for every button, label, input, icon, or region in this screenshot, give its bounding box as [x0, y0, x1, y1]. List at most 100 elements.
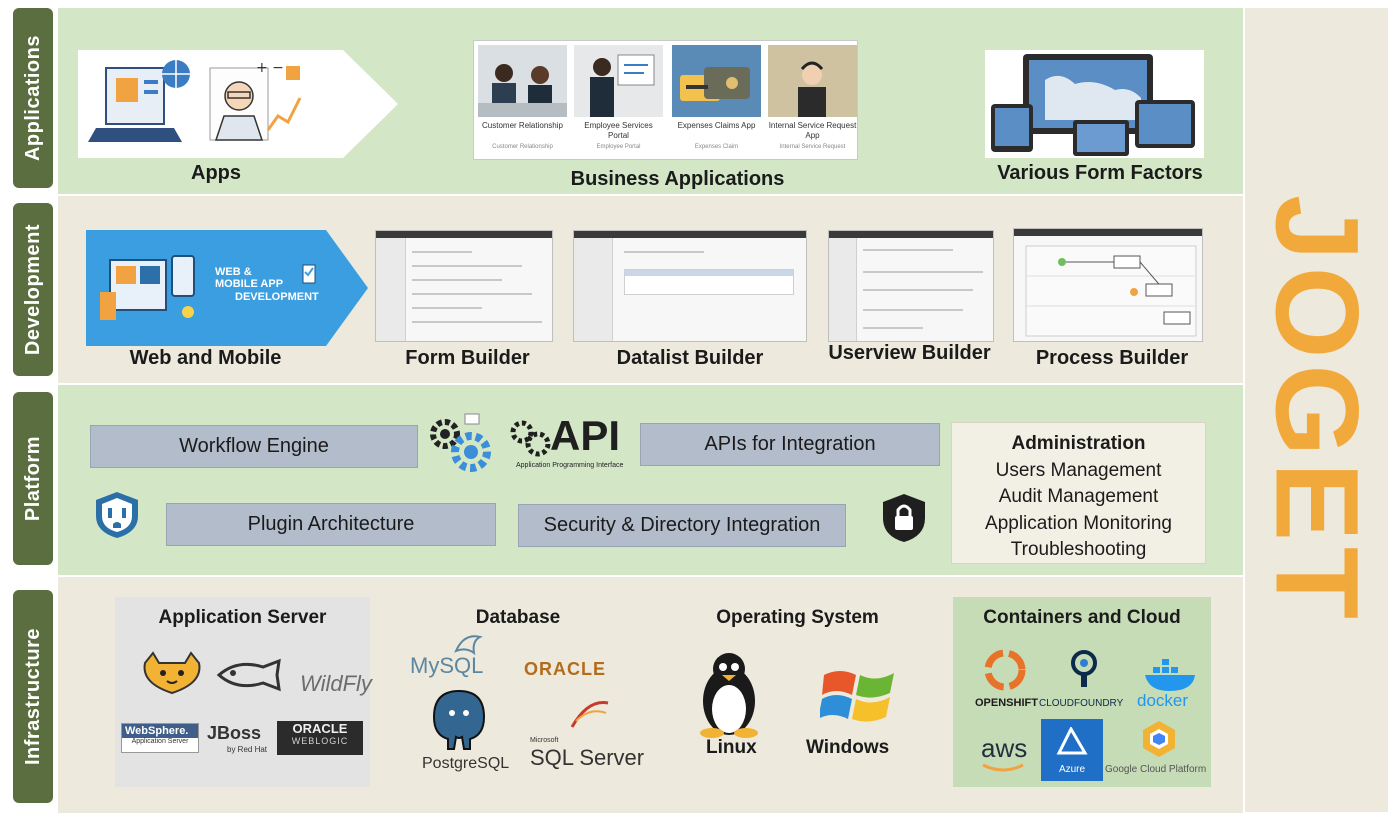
sql-server-icon — [570, 701, 609, 728]
side-tab-applications: Applications — [13, 8, 53, 188]
joget-brand-panel: JOGET — [1245, 8, 1388, 812]
jboss-logo-subtitle: by Red Hat — [227, 745, 268, 754]
docker-logo: docker — [1137, 691, 1189, 710]
aws-smile-icon — [982, 763, 1024, 772]
openshift-icon — [984, 649, 1026, 691]
screen-line — [412, 251, 472, 253]
operating-system-box: Operating System Linux Windows — [670, 597, 925, 787]
api-logo: API — [550, 412, 621, 459]
application-server-title: Application Server — [158, 607, 327, 628]
business-app-sublabel: Expenses Claim — [694, 144, 739, 150]
side-tab-label: Infrastructure — [21, 627, 44, 766]
userview-builder-screenshot — [828, 230, 994, 342]
devices-icon — [991, 54, 1195, 156]
userview-builder-caption: Userview Builder — [828, 342, 991, 364]
screen-titlebar — [1014, 229, 1202, 236]
linux-tux-icon — [700, 653, 758, 738]
presenter-icon — [590, 54, 655, 117]
plug-outlet-icon — [96, 492, 138, 538]
form-factors-caption: Various Form Factors — [997, 162, 1203, 184]
application-server-box: Application Server WildFly WebSphere. Ap… — [115, 597, 372, 787]
containers-cloud-box: Containers and Cloud OPENSHIFT CLOUDFOUN… — [953, 597, 1211, 787]
side-tab-label: Development — [21, 223, 44, 356]
openshift-logo: OPENSHIFT — [975, 697, 1038, 709]
windows-label: Windows — [806, 737, 890, 758]
glassfish-icon — [216, 658, 281, 692]
sql-server-logo: SQL Server — [530, 745, 645, 770]
database-title: Database — [475, 607, 561, 628]
postgresql-logo: PostgreSQL — [422, 755, 510, 772]
api-logo-subtitle: Application Programming Interface — [516, 462, 624, 469]
google-cloud-logo: Google Cloud Platform — [1105, 764, 1207, 775]
side-tab-platform: Platform — [13, 392, 53, 565]
screen-line — [412, 279, 502, 281]
expense-icon — [680, 67, 750, 101]
banner-text-1: WEB & — [215, 266, 252, 278]
websphere-logo: WebSphere. Application Server — [121, 723, 199, 753]
screen-line — [863, 309, 963, 311]
business-app-image — [768, 45, 857, 117]
administration-box: Administration Users Management Audit Ma… — [951, 422, 1206, 564]
administration-item: Application Monitoring — [985, 512, 1172, 534]
business-app-image — [672, 45, 761, 117]
side-tab-development: Development — [13, 203, 53, 376]
screen-line — [412, 293, 532, 295]
mysql-dolphin-icon — [454, 635, 483, 656]
docker-whale-icon — [1145, 659, 1195, 691]
banner-text-3: DEVELOPMENT — [235, 291, 319, 303]
api-gears-icon — [510, 420, 551, 457]
oracle-weblogic-logo: ORACLE WEBLOGIC — [277, 721, 363, 755]
process-builder-caption: Process Builder — [1035, 347, 1189, 369]
screen-line — [863, 327, 923, 329]
microsoft-label: Microsoft — [530, 737, 559, 744]
datalist-builder-caption: Datalist Builder — [616, 347, 764, 369]
containers-cloud-title: Containers and Cloud — [983, 607, 1181, 628]
websphere-logo-subtitle: Application Server — [131, 738, 189, 745]
screen-titlebar — [376, 231, 552, 238]
windows-logo-icon — [820, 671, 894, 722]
process-builder-screenshot — [1013, 228, 1203, 342]
jboss-logo: JBoss — [207, 723, 262, 743]
security-lock-icon — [883, 494, 925, 542]
apis-for-integration-label: APIs for Integration — [640, 423, 940, 466]
operating-system-title: Operating System — [716, 607, 879, 628]
screen-line — [412, 307, 482, 309]
screen-line — [412, 265, 522, 267]
azure-logo-tile: Azure — [1041, 719, 1103, 781]
wildfly-logo: WildFly — [300, 671, 372, 696]
form-builder-screenshot — [375, 230, 553, 342]
screen-line — [863, 249, 953, 251]
business-app-label: Employee Services Portal — [584, 121, 653, 140]
administration-item: Troubleshooting — [1010, 539, 1147, 560]
postgresql-elephant-icon — [432, 689, 486, 750]
screen-sidebar — [574, 238, 614, 341]
linux-label: Linux — [706, 737, 757, 758]
screen-table — [624, 269, 794, 295]
joget-brand-text: JOGET — [1250, 195, 1383, 625]
administration-item: Users Management — [995, 459, 1162, 481]
screen-titlebar — [829, 231, 993, 238]
form-factors-image — [985, 50, 1204, 158]
banner-text-2: MOBILE APP — [215, 278, 284, 290]
aws-logo: aws — [981, 733, 1028, 763]
datalist-builder-screenshot — [573, 230, 807, 342]
oracle-db-logo: ORACLE — [524, 659, 606, 679]
business-app-sublabel: Employee Portal — [596, 144, 641, 150]
business-app-image — [478, 45, 567, 117]
business-app-image — [574, 45, 663, 117]
gears-icon — [430, 413, 491, 472]
side-tab-label: Applications — [21, 34, 44, 161]
business-app-label: Customer Relationship — [482, 121, 563, 130]
meeting-icon — [478, 64, 567, 117]
side-tab-label: Platform — [21, 435, 44, 522]
web-mobile-caption: Web and Mobile — [129, 347, 282, 369]
screen-titlebar — [574, 231, 806, 238]
screen-sidebar — [829, 238, 857, 341]
plugin-architecture-label: Plugin Architecture — [166, 503, 496, 546]
workflow-engine-label: Workflow Engine — [90, 425, 418, 468]
screen-line — [863, 271, 983, 273]
administration-item: Audit Management — [998, 486, 1159, 507]
screen-sidebar — [376, 238, 406, 341]
business-applications-caption: Business Applications — [570, 168, 785, 190]
